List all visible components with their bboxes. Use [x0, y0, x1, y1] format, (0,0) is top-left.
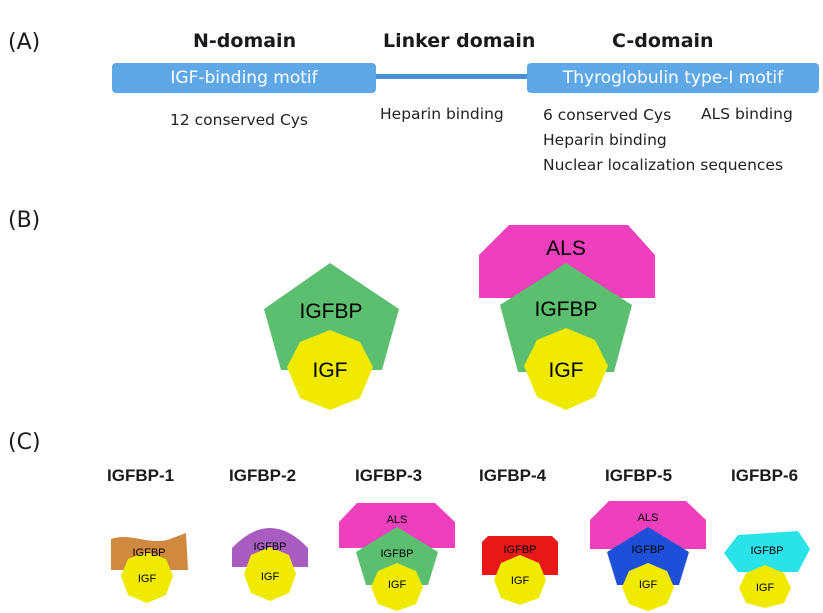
- igfbp2-title: IGFBP-2: [229, 466, 297, 485]
- igfbp5-igf-shape: [622, 563, 674, 611]
- ternary-igf-shape: [524, 328, 608, 410]
- binary-complex: IGFBP IGF: [264, 263, 399, 410]
- ternary-igfbp-label: IGFBP: [534, 298, 597, 321]
- igfbp6-complex: IGFBP IGF: [724, 531, 810, 608]
- linker-line: [374, 74, 530, 79]
- igfbp2-complex: IGFBP IGF: [232, 528, 308, 601]
- igfbp1-title: IGFBP-1: [107, 466, 175, 485]
- igfbp5-igfbp-shape: [607, 527, 689, 585]
- igfbp1-label: IGFBP: [132, 547, 165, 559]
- igfbp5-complex: ALS IGFBP IGF: [590, 501, 706, 611]
- igfbp1-complex: IGFBP IGF: [111, 533, 188, 603]
- igfbp3-als-label: ALS: [387, 514, 408, 526]
- igfbp4-complex: IGFBP IGF: [482, 536, 558, 605]
- ternary-igfbp-shape: [500, 263, 632, 372]
- c-domain-note-als: ALS binding: [701, 105, 793, 123]
- binary-igf-label: IGF: [313, 359, 348, 382]
- c-domain-note-cys: 6 conserved Cys: [543, 106, 672, 124]
- igfbp5-igf-label: IGF: [639, 579, 658, 591]
- panel-c-label: (C): [8, 430, 41, 455]
- igfbp3-label: IGFBP: [380, 548, 413, 560]
- ternary-igf-label: IGF: [549, 359, 584, 382]
- igfbp3-title: IGFBP-3: [355, 466, 423, 485]
- igfbp6-label: IGFBP: [750, 545, 783, 557]
- panel-b-label: (B): [8, 208, 41, 233]
- igfbp3-complex: ALS IGFBP IGF: [339, 503, 455, 611]
- igfbp5-label: IGFBP: [631, 544, 664, 556]
- c-domain-bar: Thyroglobulin type-I motif: [527, 63, 819, 93]
- ternary-als-shape: [479, 225, 655, 298]
- igfbp2-igf-label: IGF: [261, 571, 280, 583]
- igfbp3-igf-label: IGF: [388, 579, 407, 591]
- igfbp4-label: IGFBP: [503, 544, 536, 556]
- igfbp5-als-label: ALS: [638, 512, 659, 524]
- c-domain-note-heparin: Heparin binding: [543, 131, 667, 149]
- igfbp4-igf-shape: [494, 555, 546, 605]
- igfbp6-title: IGFBP-6: [731, 466, 799, 485]
- ternary-complex: ALS IGFBP IGF: [479, 225, 655, 410]
- ternary-als-label: ALS: [546, 237, 586, 260]
- linker-domain-title: Linker domain: [383, 30, 536, 52]
- igfbp3-als-shape: [339, 503, 455, 548]
- igfbp2-igf-shape: [244, 547, 296, 601]
- n-domain-bar: IGF-binding motif: [112, 63, 376, 93]
- igfbp1-igf-label: IGF: [138, 573, 157, 585]
- igfbp1-igf-shape: [121, 552, 173, 603]
- n-domain-title: N-domain: [193, 30, 297, 52]
- igfbp5-title: IGFBP-5: [605, 466, 673, 485]
- panel-a-label: (A): [8, 30, 41, 55]
- igfbp4-igf-label: IGF: [511, 575, 530, 587]
- igfbp6-shape: [724, 531, 810, 572]
- binary-igf-shape: [287, 330, 373, 410]
- c-domain-note-nls: Nuclear localization sequences: [543, 156, 784, 174]
- igfbp3-igfbp-shape: [356, 527, 438, 585]
- linker-note-heparin: Heparin binding: [380, 105, 504, 123]
- igfbp2-label: IGFBP: [253, 541, 286, 553]
- binary-igfbp-label: IGFBP: [299, 300, 362, 323]
- igfbp4-title: IGFBP-4: [479, 466, 547, 485]
- n-domain-note-cys: 12 conserved Cys: [170, 111, 309, 129]
- igfbp5-als-shape: [590, 501, 706, 549]
- igfbp6-igf-label: IGF: [756, 582, 775, 594]
- igfbp3-igf-shape: [371, 563, 423, 611]
- c-domain-title: C-domain: [612, 30, 714, 52]
- igfbp6-igf-shape: [739, 565, 791, 608]
- binary-igfbp-shape: [264, 263, 399, 370]
